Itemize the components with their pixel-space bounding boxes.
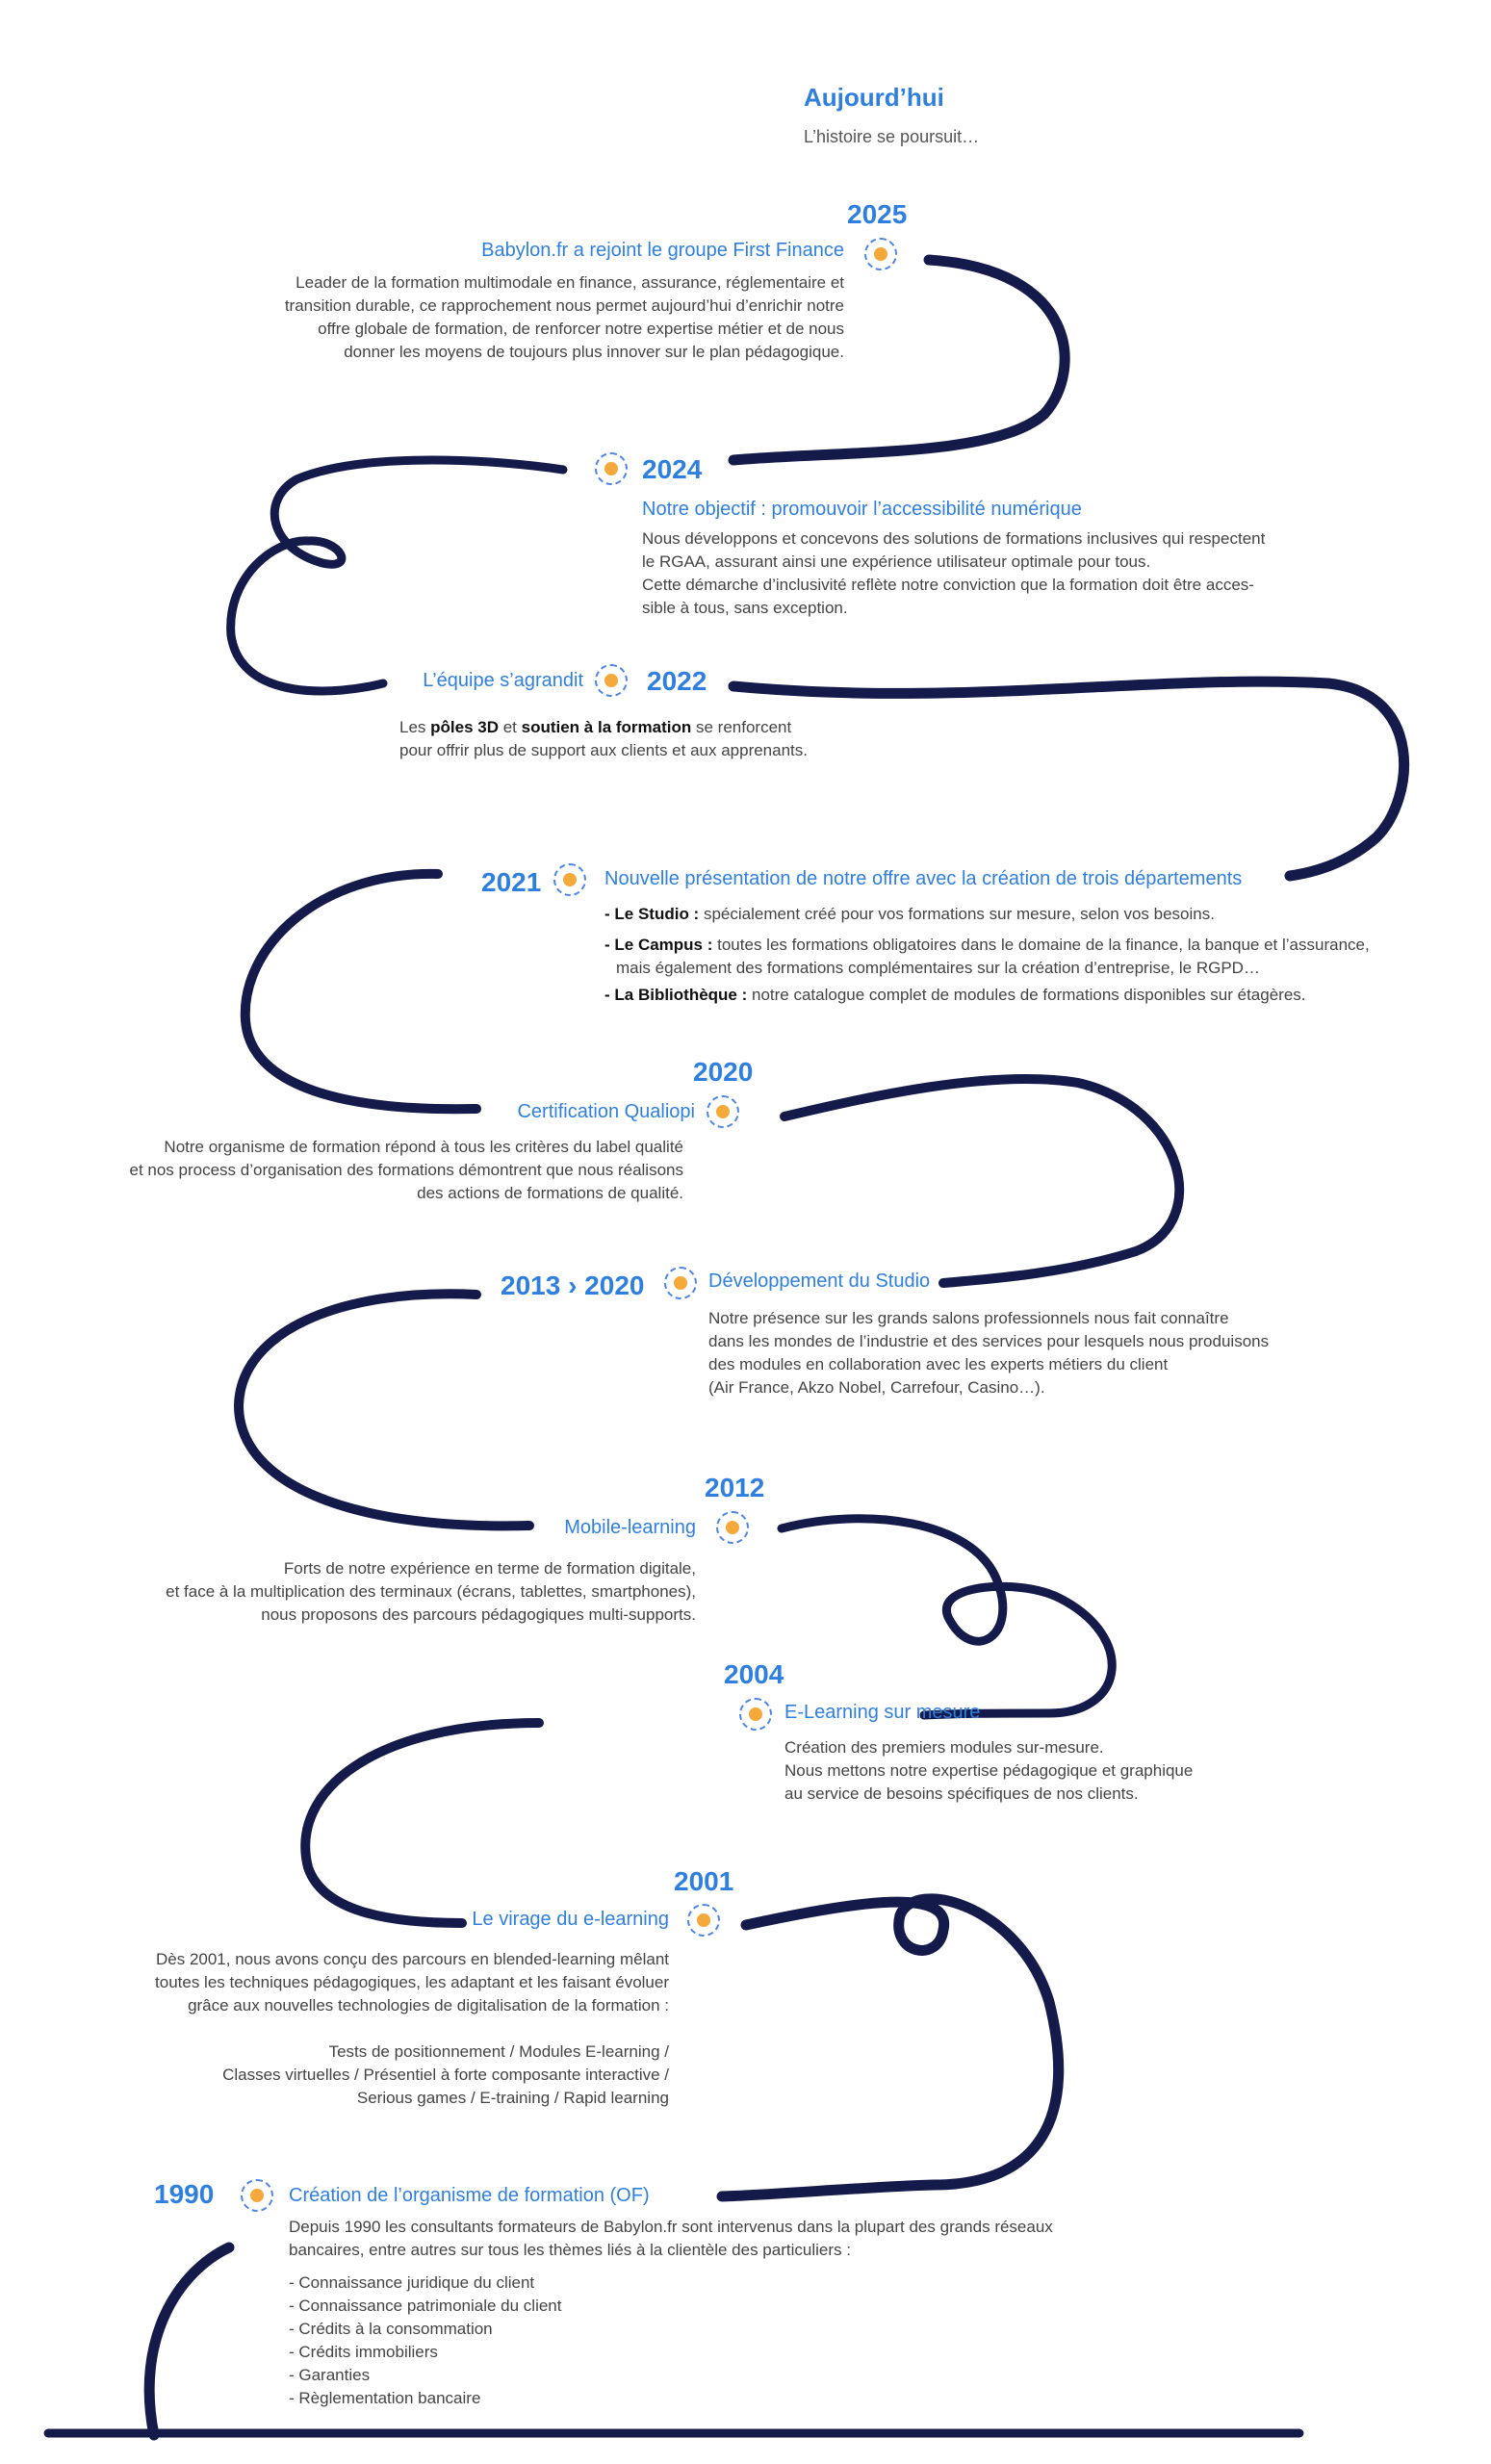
text-line: sible à tous, sans exception. — [642, 599, 848, 617]
timeline-dot-icon — [707, 1095, 739, 1128]
timeline-dot-icon — [664, 1267, 697, 1299]
year-2021: 2021 — [481, 867, 542, 897]
text-line: Notre présence sur les grands salons pro… — [708, 1309, 1229, 1327]
text-line: Nous mettons notre expertise pédagogique… — [784, 1761, 1194, 1780]
text-line: grâce aux nouvelles technologies de digi… — [188, 1996, 669, 2015]
text-line: Nous développons et concevons des soluti… — [642, 529, 1266, 548]
text-line: (Air France, Akzo Nobel, Carrefour, Casi… — [708, 1378, 1045, 1397]
text-line: transition durable, ce rapprochement nou… — [284, 296, 844, 315]
text-line: des modules en collaboration avec les ex… — [708, 1355, 1169, 1373]
dept-studio: - Le Studio : spécialement créé pour vos… — [604, 903, 1370, 926]
event-1990-title: Création de l’organisme de formation (OF… — [289, 2185, 650, 2206]
event-2001-title: Le virage du e-learning — [472, 1909, 669, 1930]
event-2004-text: Création des premiers modules sur-mesure… — [784, 1736, 1193, 1806]
text-line: Depuis 1990 les consultants formateurs d… — [289, 2218, 1053, 2236]
list-item: - Crédits immobiliers — [289, 2343, 438, 2361]
event-2020-title: Certification Qualiopi — [517, 1101, 695, 1122]
event-2022-title: L’équipe s’agrandit — [423, 670, 583, 691]
year-2001: 2001 — [674, 1866, 734, 1896]
dept-text: toutes les formations obligatoires dans … — [712, 936, 1370, 954]
text-line: Notre organisme de formation répond à to… — [164, 1138, 683, 1156]
text-line: offre globale de formation, de renforcer… — [318, 320, 844, 338]
event-2012-text: Forts de notre expérience en terme de fo… — [166, 1557, 696, 1627]
event-2024-title: Notre objectif : promouvoir l’accessibil… — [642, 499, 1082, 520]
text-line: et nos process d’organisation des format… — [129, 1161, 683, 1179]
timeline-dot-icon — [687, 1904, 720, 1937]
text-line: des actions de formations de qualité. — [417, 1184, 683, 1202]
event-2022-text: Les pôles 3D et soutien à la formation s… — [399, 716, 808, 762]
text-line: Dès 2001, nous avons conçu des parcours … — [155, 1950, 669, 1968]
text-line: le RGAA, assurant ainsi une expérience u… — [642, 552, 1151, 571]
year-1990: 1990 — [154, 2179, 215, 2209]
themes-list: - Connaissance juridique du client - Con… — [289, 2272, 1053, 2410]
event-2013-text: Notre présence sur les grands salons pro… — [708, 1307, 1269, 1399]
dept-text: notre catalogue complet de modules de fo… — [747, 986, 1306, 1004]
text-fragment: et — [499, 718, 522, 736]
event-2025-title: Babylon.fr a rejoint le groupe First Fin… — [481, 240, 844, 261]
list-item: - Connaissance patrimoniale du client — [289, 2297, 562, 2315]
timeline-dot-icon — [739, 1698, 772, 1731]
dept-text: spécialement créé pour vos formations su… — [699, 905, 1215, 923]
text-line: pour offrir plus de support aux clients … — [399, 741, 808, 759]
text-line: mais également des formations complément… — [616, 959, 1260, 977]
event-2021-text: - Le Studio : spécialement créé pour vos… — [604, 903, 1370, 1007]
event-2004-title: E-Learning sur mesure — [784, 1702, 981, 1723]
event-2012-title: Mobile-learning — [564, 1517, 696, 1538]
event-2001-text: Dès 2001, nous avons conçu des parcours … — [155, 1948, 669, 2110]
text-line: Leader de la formation multimodale en fi… — [296, 273, 844, 292]
year-2025: 2025 — [847, 199, 908, 229]
year-2024: 2024 — [642, 454, 703, 484]
timeline-dot-icon — [864, 238, 897, 270]
text-line: Serious games / E-training / Rapid learn… — [356, 2089, 669, 2107]
event-2025-text: Leader de la formation multimodale en fi… — [285, 271, 844, 364]
event-2024-text: Nous développons et concevons des soluti… — [642, 527, 1265, 620]
event-2013-title: Développement du Studio — [708, 1270, 931, 1292]
list-item: - Connaissance juridique du client — [289, 2273, 535, 2292]
highlight-soutien: soutien à la formation — [521, 718, 692, 736]
text-line: toutes les techniques pédagogiques, les … — [155, 1973, 669, 1991]
text-fragment: Les — [399, 718, 431, 736]
timeline-dot-icon — [241, 2179, 273, 2212]
event-1990-text: Depuis 1990 les consultants formateurs d… — [289, 2216, 1053, 2410]
text-line: au service de besoins spécifiques de nos… — [784, 1784, 1139, 1803]
dept-campus: - Le Campus : toutes les formations obli… — [604, 934, 1370, 957]
timeline-dot-icon — [595, 664, 628, 697]
text-line: Création des premiers modules sur-mesure… — [784, 1738, 1104, 1757]
text-line: Tests de positionnement / Modules E-lear… — [328, 2042, 669, 2061]
dept-label: - Le Campus : — [604, 936, 713, 954]
text-line: nous proposons des parcours pédagogiques… — [261, 1605, 696, 1624]
text-line: Cette démarche d’inclusivité reflète not… — [642, 576, 1254, 594]
text-fragment: se renforcent — [691, 718, 792, 736]
timeline-dot-icon — [553, 863, 586, 896]
text-line: dans les mondes de l’industrie et des se… — [708, 1332, 1270, 1350]
timeline-dot-icon — [716, 1511, 749, 1544]
page-title: Aujourd’hui — [804, 83, 944, 112]
dept-bibliotheque: - La Bibliothèque : notre catalogue comp… — [604, 984, 1370, 1007]
list-item: - Garanties — [289, 2366, 371, 2384]
year-2012: 2012 — [705, 1473, 765, 1502]
event-2020-text: Notre organisme de formation répond à to… — [129, 1136, 683, 1205]
text-line: et face à la multiplication des terminau… — [166, 1582, 696, 1601]
year-2022: 2022 — [647, 666, 707, 696]
list-item: - Règlementation bancaire — [289, 2389, 481, 2407]
text-line: Classes virtuelles / Présentiel à forte … — [222, 2066, 669, 2084]
dept-label: - La Bibliothèque : — [604, 986, 748, 1004]
page-subtitle: L’histoire se poursuit… — [804, 127, 980, 146]
highlight-3d: pôles 3D — [430, 718, 499, 736]
text-line: Forts de notre expérience en terme de fo… — [283, 1559, 696, 1578]
dept-label: - Le Studio : — [604, 905, 700, 923]
year-2004: 2004 — [724, 1659, 784, 1689]
list-item: - Crédits à la consommation — [289, 2320, 493, 2338]
event-2021-title: Nouvelle présentation de notre offre ave… — [604, 868, 1243, 889]
timeline-dot-icon — [595, 452, 628, 485]
year-2020: 2020 — [693, 1057, 754, 1087]
text-line: donner les moyens de toujours plus innov… — [344, 343, 844, 361]
text-line: bancaires, entre autres sur tous les thè… — [289, 2241, 851, 2259]
year-2013-2020: 2013 › 2020 — [501, 1270, 645, 1300]
text-line: Les pôles 3D et soutien à la formation s… — [399, 716, 808, 739]
